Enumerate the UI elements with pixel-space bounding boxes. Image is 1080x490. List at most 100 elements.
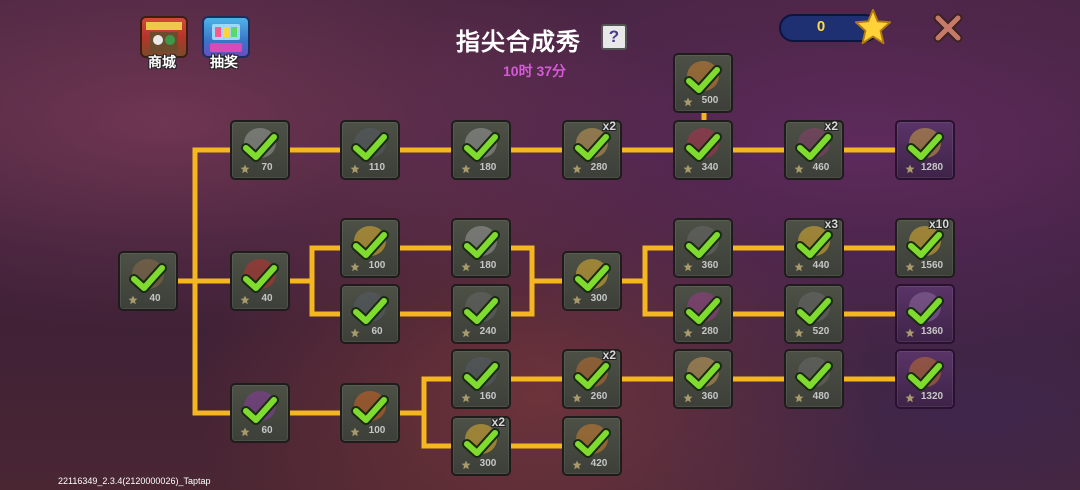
node-cost: 180: [479, 260, 497, 271]
help-button[interactable]: ?: [601, 24, 627, 50]
cost-star-icon: [461, 164, 471, 174]
checkmark-icon: [241, 132, 279, 162]
checkmark-icon: [684, 361, 722, 391]
tree-node-r3c2[interactable]: 100: [340, 383, 400, 443]
tree-node-r2d[interactable]: 240: [451, 284, 511, 344]
node-cost: 1560: [920, 260, 944, 271]
cost-star-icon: [461, 460, 471, 470]
connector-line: [397, 376, 456, 416]
cost-star-icon: [461, 262, 471, 272]
tree-node-r3e[interactable]: 360: [673, 349, 733, 409]
cost-star-icon: [240, 295, 250, 305]
cost-star-icon: [683, 262, 693, 272]
cost-star-icon: [350, 328, 360, 338]
cost-star-icon: [461, 328, 471, 338]
cost-star-icon: [905, 328, 915, 338]
checkmark-icon: [684, 65, 722, 95]
checkmark-icon: [241, 263, 279, 293]
tree-node-r2f[interactable]: 280: [673, 284, 733, 344]
tree-node-r3a[interactable]: 160: [451, 349, 511, 409]
checkmark-icon: [684, 132, 722, 162]
tree-node-r1c5[interactable]: 340: [673, 120, 733, 180]
multiplier-badge: x3: [824, 217, 838, 231]
tree-node-r1c1[interactable]: 70: [230, 120, 290, 180]
node-cost: 500: [701, 95, 719, 106]
cost-star-icon: [128, 295, 138, 305]
checkmark-icon: [462, 132, 500, 162]
tree-node-r1c2[interactable]: 110: [340, 120, 400, 180]
tree-node-r1c3[interactable]: 180: [451, 120, 511, 180]
node-cost: 180: [479, 162, 497, 173]
lottery-label: 抽奖: [210, 54, 238, 70]
node-cost: 1280: [920, 162, 944, 173]
tree-node-r2h[interactable]: 520: [784, 284, 844, 344]
tree-node-r3c1[interactable]: 60: [230, 383, 290, 443]
node-cost: 460: [812, 162, 830, 173]
tree-node-r2mid[interactable]: 300: [562, 251, 622, 311]
checkmark-icon: [795, 361, 833, 391]
cost-star-icon: [683, 164, 693, 174]
cost-star-icon: [350, 427, 360, 437]
node-cost: 360: [701, 260, 719, 271]
cost-star-icon: [572, 460, 582, 470]
cost-star-icon: [240, 164, 250, 174]
node-cost: 260: [590, 391, 608, 402]
node-cost: 280: [701, 326, 719, 337]
tree-node-root[interactable]: 40: [118, 251, 178, 311]
checkmark-icon: [795, 132, 833, 162]
lottery-button[interactable]: 抽奖: [196, 14, 252, 70]
checkmark-icon: [795, 230, 833, 260]
node-cost: 300: [590, 293, 608, 304]
checkmark-icon: [241, 395, 279, 425]
node-cost: 100: [368, 260, 386, 271]
tree-node-r2c1[interactable]: 40: [230, 251, 290, 311]
tree-node-r2b[interactable]: 60: [340, 284, 400, 344]
checkmark-icon: [795, 296, 833, 326]
node-cost: 1320: [920, 391, 944, 402]
node-cost: 110: [368, 162, 386, 173]
checkmark-icon: [462, 361, 500, 391]
tree-node-r1top[interactable]: 500: [673, 53, 733, 113]
tree-node-r3c[interactable]: x2 260: [562, 348, 622, 409]
tree-node-r2c[interactable]: 180: [451, 218, 511, 278]
cost-star-icon: [572, 393, 582, 403]
tree-node-r2e[interactable]: 360: [673, 218, 733, 278]
tree-node-r3f[interactable]: 480: [784, 349, 844, 409]
tree-node-r2a[interactable]: 100: [340, 218, 400, 278]
connector-root-top: [175, 147, 234, 284]
multiplier-badge: x2: [602, 119, 616, 133]
multiplier-badge: x10: [928, 217, 949, 231]
checkmark-icon: [129, 263, 167, 293]
shop-label: 商城: [148, 54, 176, 70]
multiplier-badge: x2: [602, 348, 616, 362]
cost-star-icon: [572, 295, 582, 305]
cost-star-icon: [572, 164, 582, 174]
tree-node-r2g[interactable]: x3 440: [784, 217, 844, 278]
close-icon[interactable]: [930, 10, 966, 46]
star-count: 0: [816, 18, 826, 35]
tree-node-r2i[interactable]: x10 1560: [895, 217, 955, 278]
tree-node-r3d[interactable]: 420: [562, 416, 622, 476]
checkmark-icon: [906, 230, 944, 260]
countdown-timer: 10时 37分: [503, 63, 567, 79]
node-cost: 360: [701, 391, 719, 402]
shop-button[interactable]: 商城: [134, 14, 190, 70]
node-cost: 40: [149, 293, 161, 304]
cost-star-icon: [794, 262, 804, 272]
connector-line: [618, 245, 677, 284]
checkmark-icon: [462, 296, 500, 326]
tree-node-r2j[interactable]: 1360: [895, 284, 955, 344]
checkmark-icon: [351, 395, 389, 425]
tree-node-r1c7[interactable]: 1280: [895, 120, 955, 180]
checkmark-icon: [351, 230, 389, 260]
tree-node-r3g[interactable]: 1320: [895, 349, 955, 409]
connector-line: [309, 278, 345, 317]
node-cost: 160: [479, 391, 497, 402]
node-cost: 440: [812, 260, 830, 271]
multiplier-badge: x2: [491, 415, 505, 429]
checkmark-icon: [906, 361, 944, 391]
checkmark-icon: [351, 132, 389, 162]
